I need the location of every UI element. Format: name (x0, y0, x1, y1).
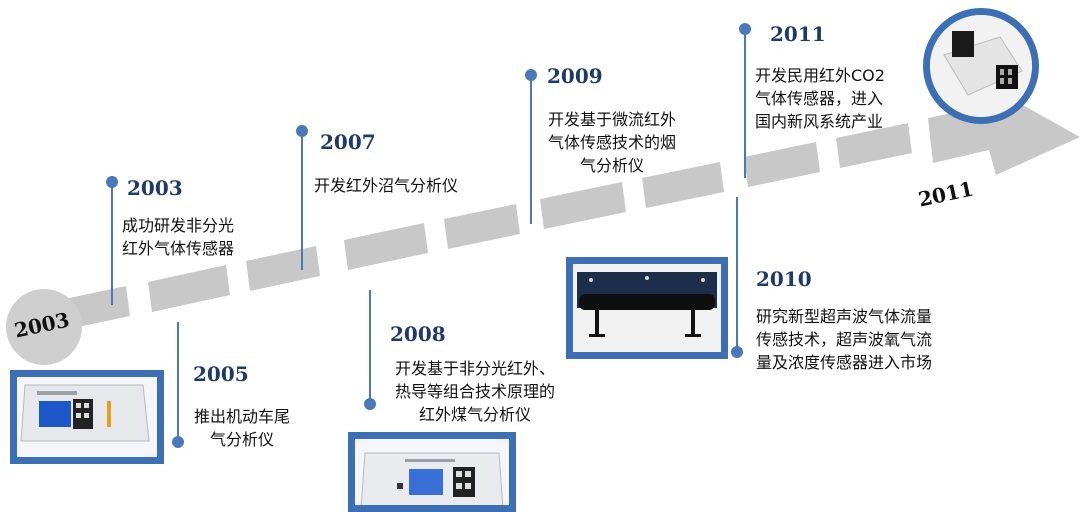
milestone-2010-text: 研究新型超声波气体流量 传感技术，超声波氧气流 量及浓度传感器进入市场 (756, 307, 933, 372)
marker-2009 (525, 69, 537, 81)
year-2008: 2008 (390, 322, 446, 346)
milestone-2009-text: 开发基于微流红外 气体传感技术的烟 气分析仪 (547, 110, 676, 175)
milestone-2007-text: 开发红外沼气分析仪 (314, 176, 459, 195)
year-2003: 2003 (127, 176, 183, 200)
milestone-2011-text: 开发民用红外CO2 气体传感器，进入 国内新风系统产业 (755, 66, 885, 131)
co2-sensor-image (930, 15, 1032, 117)
ultrasonic-sensor-image (573, 264, 721, 352)
product-photo-2005 (10, 370, 164, 464)
year-2009: 2009 (547, 64, 603, 88)
product-photo-2010 (566, 257, 728, 359)
year-2007: 2007 (320, 130, 376, 154)
product-photo-2011 (923, 8, 1039, 124)
year-2011: 2011 (770, 22, 826, 46)
marker-2003 (106, 176, 118, 188)
start-disc (6, 289, 82, 365)
marker-2005 (172, 436, 184, 448)
marker-2008 (364, 398, 376, 410)
marker-2007 (296, 125, 308, 137)
milestone-2008-text: 开发基于非分光红外、 热导等组合技术原理的 红外煤气分析仪 (394, 359, 555, 424)
exhaust-analyzer-image (17, 377, 157, 457)
timeline-arrow (60, 80, 1080, 330)
coal-gas-analyzer-image (355, 439, 509, 505)
year-2005: 2005 (193, 362, 249, 386)
milestone-2005-text: 推出机动车尾 气分析仪 (193, 407, 290, 449)
milestone-2003-text: 成功研发非分光 红外气体传感器 (122, 216, 235, 258)
product-photo-2008 (348, 432, 516, 512)
year-2010: 2010 (756, 267, 812, 291)
marker-2010 (731, 346, 743, 358)
marker-2011 (739, 23, 751, 35)
